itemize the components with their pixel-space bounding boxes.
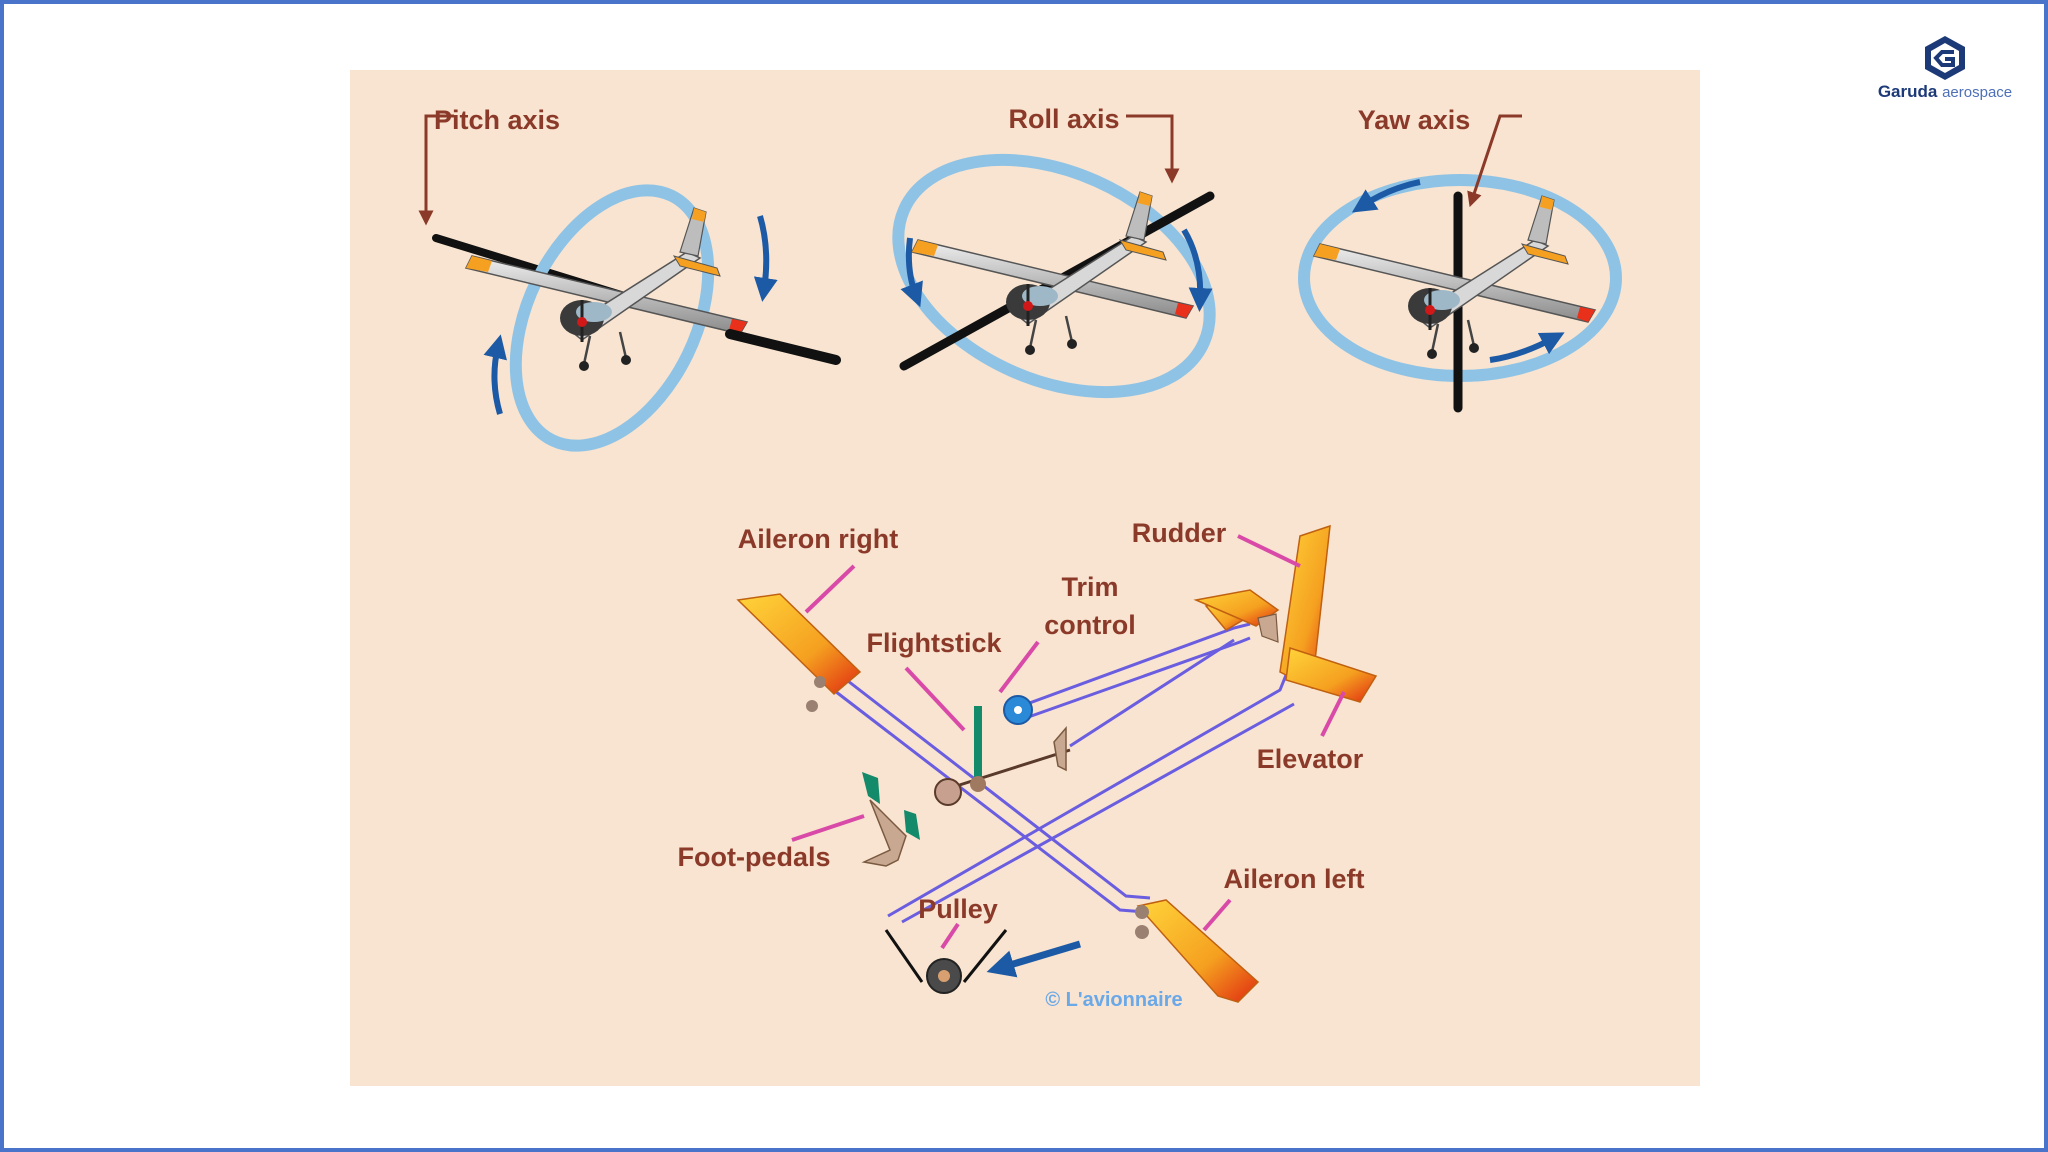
elevator-left-surface	[1193, 589, 1280, 627]
trim-control-label-line2: control	[1044, 610, 1136, 640]
flightstick-shape	[974, 706, 982, 788]
brand-name: Garuda aerospace	[1870, 82, 2020, 102]
rotation-arrow-icon	[900, 237, 923, 308]
aileron-left-label: Aileron left	[1223, 864, 1364, 894]
flightstick-label: Flightstick	[866, 628, 1002, 658]
trim-control-label-line1: Trim	[1061, 572, 1118, 602]
flight-controls-figure: Pitch axis Roll axis Yaw axis	[350, 70, 1700, 1086]
brand-word: Garuda	[1877, 82, 1938, 101]
flight-controls-diagram: Pitch axis Roll axis Yaw axis	[418, 104, 1622, 1011]
elevator-right-surface	[1285, 647, 1378, 703]
brand-logo: Garuda aerospace	[1870, 32, 2020, 112]
roll-axis-label: Roll axis	[1008, 104, 1119, 134]
elevator-label: Elevator	[1257, 744, 1364, 774]
rotation-arrow-icon	[483, 334, 507, 415]
pitch-axis-illustration: Pitch axis	[418, 105, 841, 452]
aileron-left-surface	[1136, 899, 1260, 1003]
aileron-right-surface	[736, 593, 862, 696]
rotation-arrow-icon	[1489, 332, 1565, 363]
right-pedal	[904, 810, 920, 840]
rotation-arrow-icon	[1181, 228, 1213, 312]
pulley-label: Pulley	[918, 894, 998, 924]
rotation-arrow-icon	[1351, 179, 1421, 213]
garuda-hexagon-icon	[1925, 36, 1965, 80]
copyright-credit: © L'avionnaire	[1045, 989, 1182, 1011]
yaw-axis-illustration: Yaw axis	[1298, 105, 1622, 413]
rudder-label: Rudder	[1132, 518, 1227, 548]
pulley-pointer-arrow	[986, 940, 1082, 978]
foot-pedals-label: Foot-pedals	[678, 842, 831, 872]
roll-axis-illustration: Roll axis	[892, 104, 1216, 399]
yaw-axis-label: Yaw axis	[1358, 105, 1471, 135]
control-system-diagram: Aileron right Rudder Trim control Flight…	[678, 518, 1378, 1011]
brand-suffix: aerospace	[1942, 84, 2013, 101]
left-pedal	[862, 772, 880, 804]
aileron-right-label: Aileron right	[738, 524, 899, 554]
rotation-arrow-icon	[753, 215, 778, 302]
pitch-axis-label: Pitch axis	[434, 105, 560, 135]
